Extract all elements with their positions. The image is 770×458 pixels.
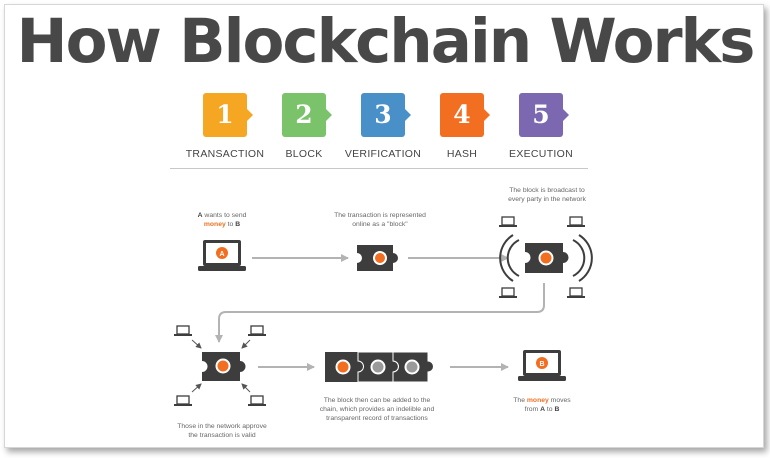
step-hash: 4 HASH <box>417 93 507 160</box>
step-block: 2 BLOCK <box>259 93 349 160</box>
laptop-sender-label: A <box>219 251 224 258</box>
laptop-receiver-label: B <box>539 361 544 368</box>
step-3-label: VERIFICATION <box>344 148 422 160</box>
block-icon <box>357 245 398 271</box>
step-4-label: HASH <box>446 148 478 160</box>
step-2-badge: 2 <box>282 93 332 137</box>
approve-arrows <box>191 339 251 393</box>
step-execution: 5 EXECUTION <box>496 93 586 160</box>
step-1-badge: 1 <box>203 93 253 137</box>
network-laptop-icon <box>499 216 585 298</box>
step-3-badge: 3 <box>361 93 411 137</box>
step-1-label: TRANSACTION <box>185 148 265 160</box>
step-5-label: EXECUTION <box>509 148 573 160</box>
caption-a-sends: A wants to send money to B <box>197 212 247 228</box>
laptop-sender-icon: A <box>198 240 246 271</box>
caption-moves: The money moves from A to B <box>513 397 571 413</box>
page-title: How Blockchain Works <box>16 6 756 77</box>
step-5-badge: 5 <box>519 93 569 137</box>
network-laptop-icon <box>174 325 266 406</box>
step-transaction: 1 TRANSACTION <box>180 93 270 160</box>
laptop-receiver-icon: B <box>518 350 566 381</box>
step-2-label: BLOCK <box>285 148 323 160</box>
verify-block-icon <box>202 352 246 381</box>
blockchain-icon <box>325 351 434 383</box>
divider <box>170 168 588 169</box>
step-4-badge: 4 <box>440 93 490 137</box>
broadcast-block-icon <box>499 234 593 282</box>
arrow-3 <box>215 283 545 343</box>
step-verification: 3 VERIFICATION <box>338 93 428 160</box>
